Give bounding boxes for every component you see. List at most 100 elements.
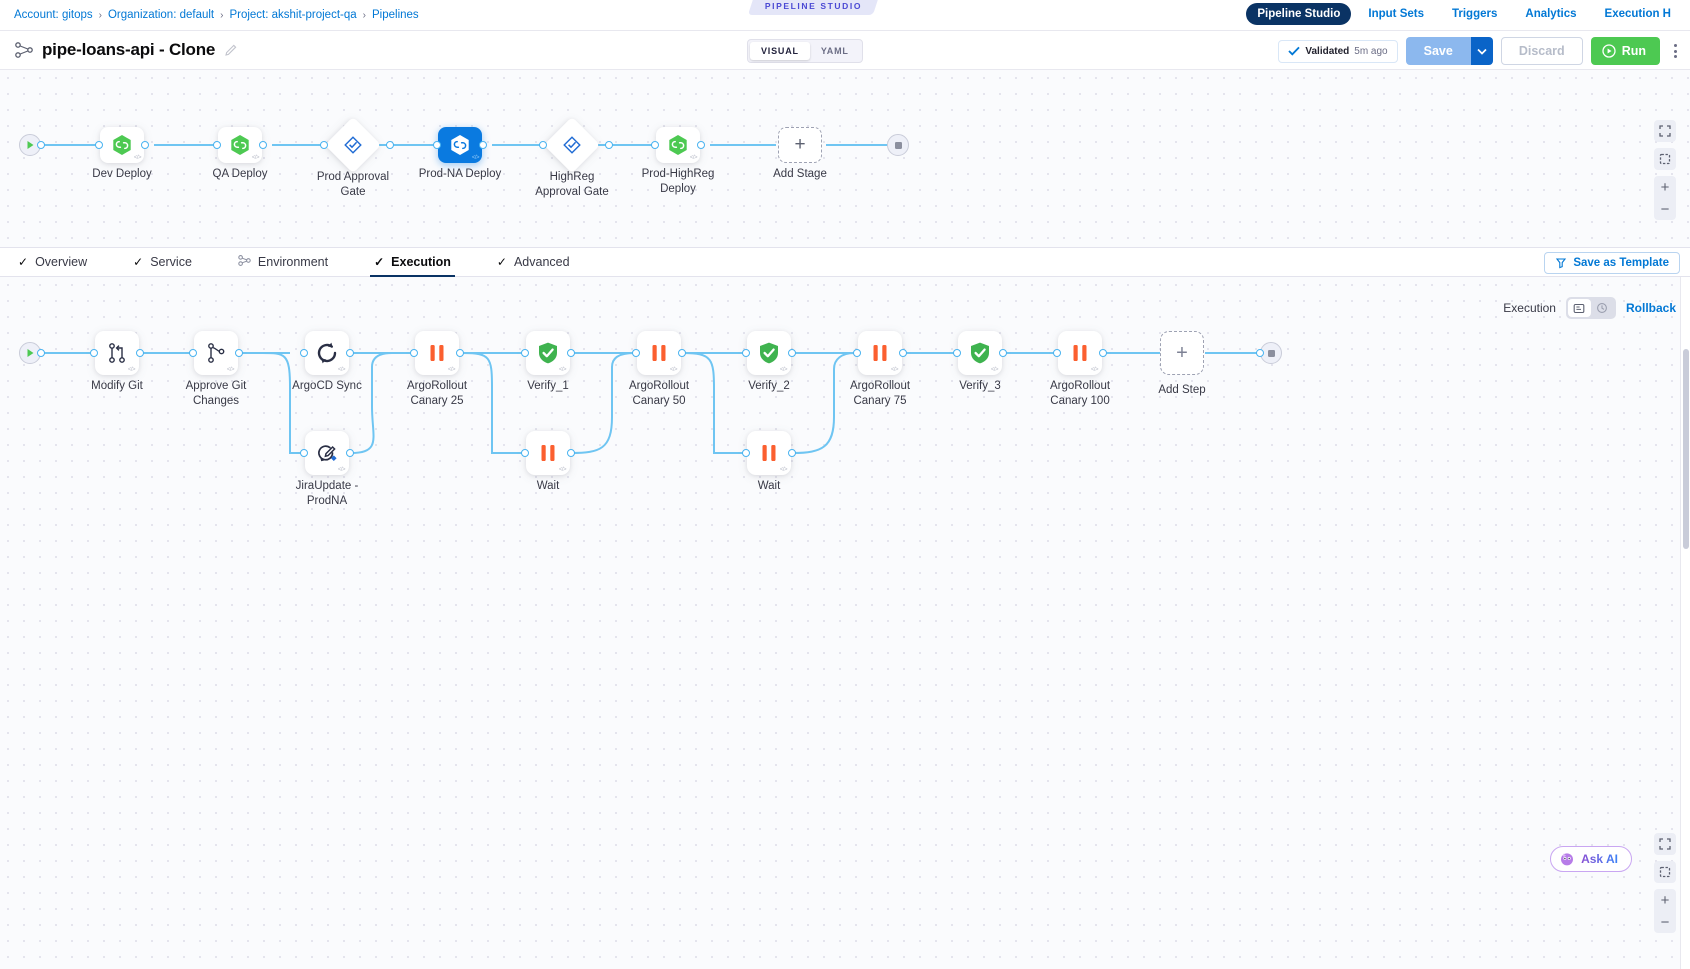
- plus-icon[interactable]: +: [778, 127, 822, 163]
- zoom-in-button[interactable]: +: [1660, 178, 1670, 196]
- port[interactable]: [433, 141, 441, 149]
- port[interactable]: [742, 349, 750, 357]
- step-box[interactable]: </>: [194, 331, 238, 375]
- port[interactable]: [632, 349, 640, 357]
- save-button[interactable]: Save: [1405, 37, 1471, 65]
- step-node-verify-3[interactable]: </> Verify_3: [953, 331, 1007, 392]
- breadcrumb-item-pipelines[interactable]: Pipelines: [372, 9, 419, 21]
- tab-overview[interactable]: ✓ Overview: [18, 248, 87, 277]
- port[interactable]: [386, 141, 394, 149]
- step-node-modify-git[interactable]: </> Modify Git: [90, 331, 144, 392]
- port[interactable]: [95, 141, 103, 149]
- step-node-approve-git-changes[interactable]: </> Approve Git Changes: [186, 331, 246, 407]
- step-node-argocd-sync[interactable]: </> ArgoCD Sync: [292, 331, 362, 392]
- fit-to-screen-icon[interactable]: [1654, 861, 1676, 883]
- port[interactable]: [999, 349, 1007, 357]
- step-box[interactable]: </>: [747, 431, 791, 475]
- stage-node-dev-deploy[interactable]: </> Dev Deploy: [92, 127, 152, 180]
- step-box[interactable]: </>: [415, 331, 459, 375]
- stop-icon[interactable]: [887, 134, 909, 156]
- stage-box[interactable]: [543, 116, 601, 174]
- port[interactable]: [651, 141, 659, 149]
- port[interactable]: [346, 449, 354, 457]
- step-box[interactable]: </>: [1058, 331, 1102, 375]
- stage-box[interactable]: </>: [218, 127, 262, 163]
- tab-service[interactable]: ✓ Service: [133, 248, 192, 277]
- port[interactable]: [300, 349, 308, 357]
- step-box[interactable]: </>: [747, 331, 791, 375]
- stage-graph-canvas[interactable]: </> Dev Deploy </> QA Deploy: [0, 70, 1690, 248]
- stage-node-prod-highreg-deploy[interactable]: </> Prod-HighReg Deploy: [642, 127, 714, 195]
- step-box[interactable]: </>: [958, 331, 1002, 375]
- stage-node-prod-na-deploy[interactable]: </> Prod-NA Deploy: [419, 127, 501, 180]
- step-node-argorollout-canary-75[interactable]: </> ArgoRollout Canary 75: [850, 331, 910, 407]
- step-box[interactable]: </>: [305, 431, 349, 475]
- stage-box[interactable]: </>: [656, 127, 700, 163]
- stage-box[interactable]: </>: [100, 127, 144, 163]
- port[interactable]: [136, 349, 144, 357]
- port[interactable]: [300, 449, 308, 457]
- step-box[interactable]: </>: [858, 331, 902, 375]
- step-node-verify-1[interactable]: </> Verify_1: [521, 331, 575, 392]
- more-vertical-icon[interactable]: [1668, 40, 1682, 62]
- execution-list-icon[interactable]: [1567, 299, 1591, 317]
- port[interactable]: [742, 449, 750, 457]
- port[interactable]: [320, 141, 328, 149]
- port[interactable]: [346, 349, 354, 357]
- nav-analytics[interactable]: Analytics: [1525, 8, 1577, 20]
- status-badge[interactable]: Validated 5m ago: [1278, 39, 1398, 63]
- toggle-yaml[interactable]: YAML: [820, 46, 849, 56]
- port[interactable]: [1099, 349, 1107, 357]
- port[interactable]: [953, 349, 961, 357]
- breadcrumb-item-organization[interactable]: Organization: default: [107, 9, 215, 21]
- tab-execution[interactable]: ✓ Execution: [370, 248, 455, 277]
- port[interactable]: [37, 349, 45, 357]
- discard-button[interactable]: Discard: [1500, 37, 1583, 65]
- nav-execution-history[interactable]: Execution H: [1604, 8, 1671, 20]
- stage-end-node[interactable]: [887, 134, 909, 156]
- step-node-wait-2[interactable]: </> Wait: [742, 431, 796, 492]
- breadcrumb-item-project[interactable]: Project: akshit-project-qa: [229, 9, 357, 21]
- step-node-argorollout-canary-25[interactable]: </> ArgoRollout Canary 25: [407, 331, 467, 407]
- nav-triggers[interactable]: Triggers: [1452, 8, 1498, 20]
- stage-box-selected[interactable]: </>: [438, 127, 482, 163]
- port[interactable]: [678, 349, 686, 357]
- zoom-out-button[interactable]: −: [1660, 200, 1670, 218]
- stage-node-highreg-approval-gate[interactable]: HighReg Approval Gate: [535, 116, 613, 198]
- step-box[interactable]: </>: [95, 331, 139, 375]
- port[interactable]: [259, 141, 267, 149]
- rollback-clock-icon[interactable]: [1591, 299, 1614, 317]
- tab-environment[interactable]: Environment: [238, 248, 328, 277]
- execution-end-node[interactable]: [1256, 342, 1282, 364]
- step-box[interactable]: </>: [526, 331, 570, 375]
- port[interactable]: [521, 349, 529, 357]
- add-step-node[interactable]: + Add Step: [1158, 331, 1206, 396]
- port[interactable]: [521, 449, 529, 457]
- port[interactable]: [788, 349, 796, 357]
- port[interactable]: [567, 349, 575, 357]
- port[interactable]: [567, 449, 575, 457]
- zoom-out-button[interactable]: −: [1660, 913, 1670, 931]
- port[interactable]: [235, 349, 243, 357]
- execution-graph-canvas[interactable]: Execution Rollback: [0, 277, 1690, 969]
- rollback-link[interactable]: Rollback: [1625, 301, 1676, 315]
- port[interactable]: [189, 349, 197, 357]
- step-node-verify-2[interactable]: </> Verify_2: [742, 331, 796, 392]
- port[interactable]: [788, 449, 796, 457]
- port[interactable]: [37, 141, 45, 149]
- stage-node-prod-approval-gate[interactable]: Prod Approval Gate: [317, 116, 394, 198]
- port[interactable]: [456, 349, 464, 357]
- plus-icon[interactable]: +: [1160, 331, 1204, 375]
- play-icon[interactable]: [19, 342, 41, 364]
- step-node-jiraupdate-prodna[interactable]: </> JiraUpdate - ProdNA: [296, 431, 358, 507]
- stage-node-qa-deploy[interactable]: </> QA Deploy: [213, 127, 267, 180]
- pencil-icon[interactable]: [225, 44, 237, 56]
- save-as-template-button[interactable]: Save as Template: [1544, 252, 1680, 274]
- step-box[interactable]: </>: [526, 431, 570, 475]
- nav-input-sets[interactable]: Input Sets: [1368, 8, 1424, 20]
- fullscreen-icon[interactable]: [1654, 833, 1676, 855]
- port[interactable]: [90, 349, 98, 357]
- port[interactable]: [697, 141, 705, 149]
- port[interactable]: [410, 349, 418, 357]
- chevron-down-icon[interactable]: [1470, 37, 1493, 65]
